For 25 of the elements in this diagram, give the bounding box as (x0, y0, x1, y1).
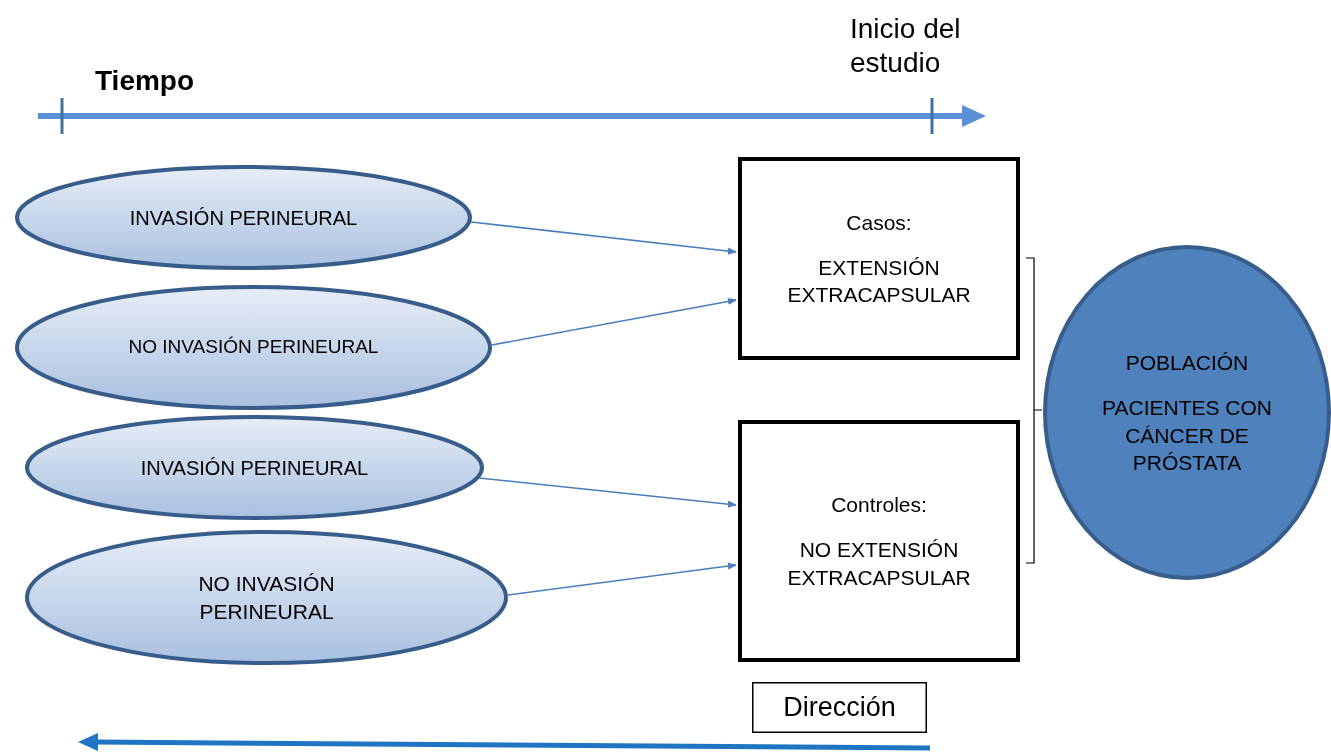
node-label: INVASIÓN PERINEURAL (129, 205, 358, 231)
heading: Controles: (831, 492, 927, 519)
arrow (478, 477, 737, 508)
axis-annotation: Inicio del estudio (850, 12, 962, 80)
node-label: NO EXTENSIÓN EXTRACAPSULAR (786, 537, 972, 591)
node-label: NO INVASIÓN PERINEURAL (197, 571, 336, 625)
axis-title: Tiempo (95, 64, 195, 98)
arrow (470, 221, 737, 255)
heading: POBLACIÓN (1125, 349, 1249, 376)
node-label: PACIENTES CON CÁNCER DE PRÓSTATA (1102, 395, 1272, 476)
node-label: Dirección (783, 690, 896, 724)
arrow (491, 297, 737, 346)
group-box (738, 157, 1020, 360)
population-ellipse (1043, 245, 1331, 580)
label-box (752, 682, 927, 733)
heading: Casos: (846, 209, 912, 236)
ellipse-node (15, 165, 472, 270)
group-box (738, 420, 1020, 662)
ellipse-node (25, 530, 508, 665)
node-label: EXTENSIÓN EXTRACAPSULAR (786, 254, 972, 309)
node-label: NO INVASIÓN PERINEURAL (128, 335, 379, 360)
arrow (507, 562, 737, 596)
ellipse-node (25, 415, 484, 520)
node-label: INVASIÓN PERINEURAL (140, 455, 369, 481)
ellipse-node (15, 285, 492, 410)
